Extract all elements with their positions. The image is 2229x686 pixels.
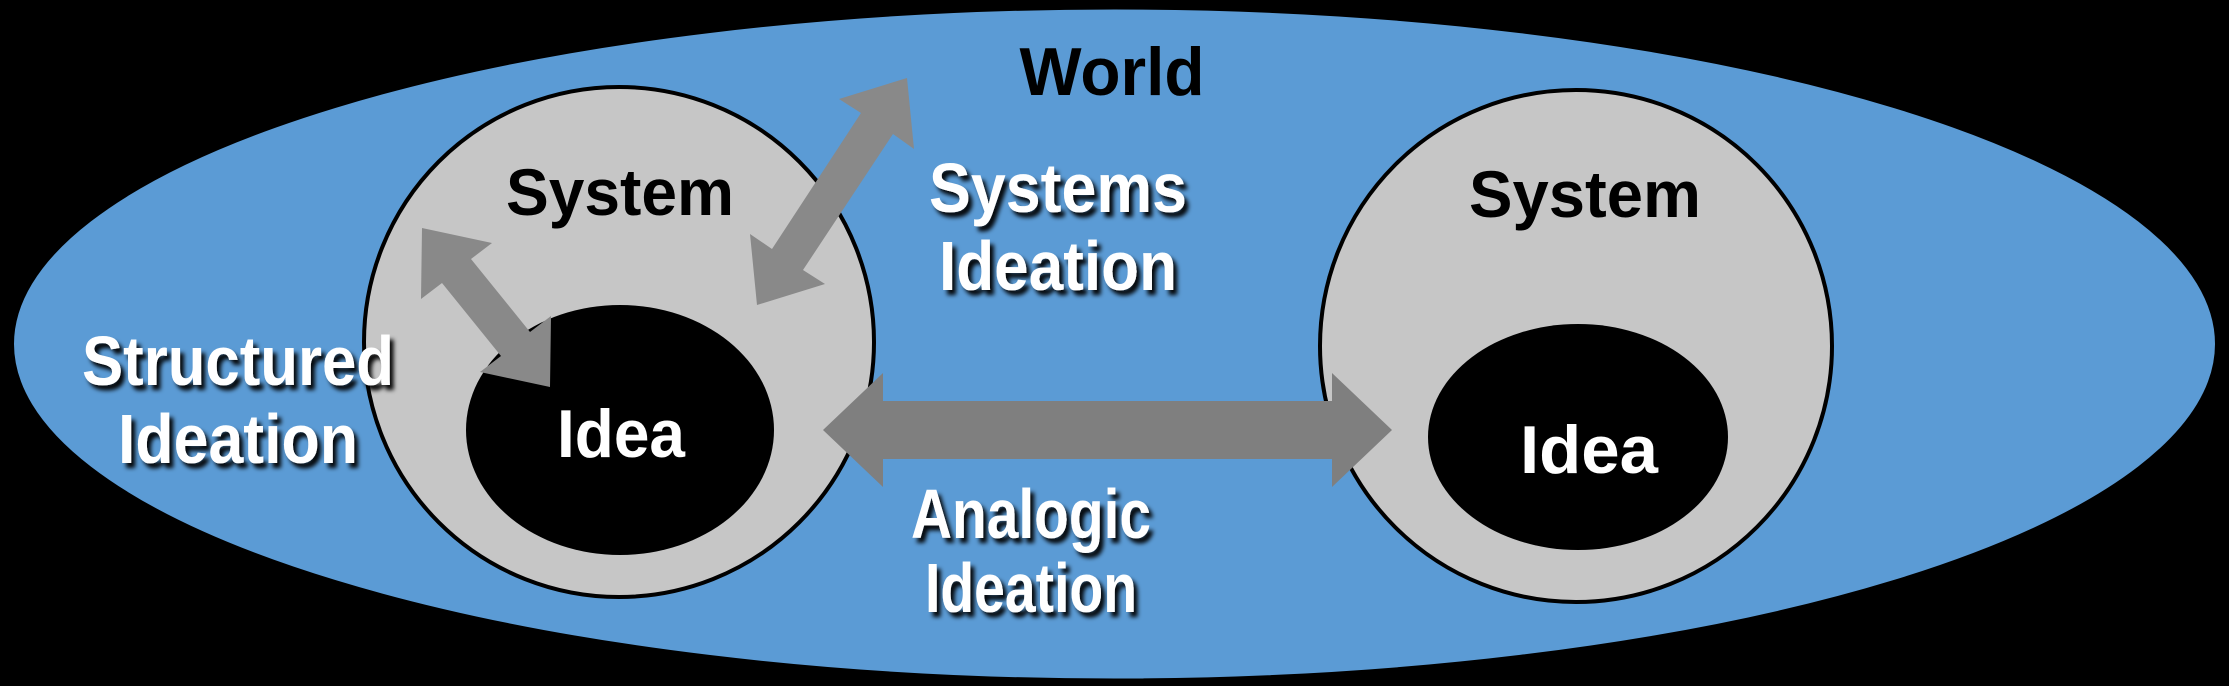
- right-idea-ellipse: [1428, 324, 1728, 550]
- world-label: World: [1020, 34, 1205, 110]
- systems-ideation-label-line2: Ideation: [939, 227, 1177, 305]
- systems-ideation-label-line1: Systems: [929, 149, 1187, 227]
- right-idea-label: Idea: [1520, 412, 1659, 488]
- structured-ideation-arrow: [421, 228, 551, 387]
- structured-ideation-label-line1: Structured: [82, 322, 394, 400]
- right-system-label: System: [1469, 157, 1701, 231]
- analogic-ideation-label-line2: Ideation: [925, 549, 1137, 627]
- left-system-label: System: [506, 155, 734, 229]
- analogic-ideation-label-line1: Analogic: [911, 475, 1151, 553]
- systems-ideation-arrow: [750, 78, 914, 305]
- structured-ideation-label-line2: Ideation: [118, 400, 358, 478]
- analogic-ideation-arrow: [823, 373, 1392, 487]
- left-idea-label: Idea: [557, 396, 686, 472]
